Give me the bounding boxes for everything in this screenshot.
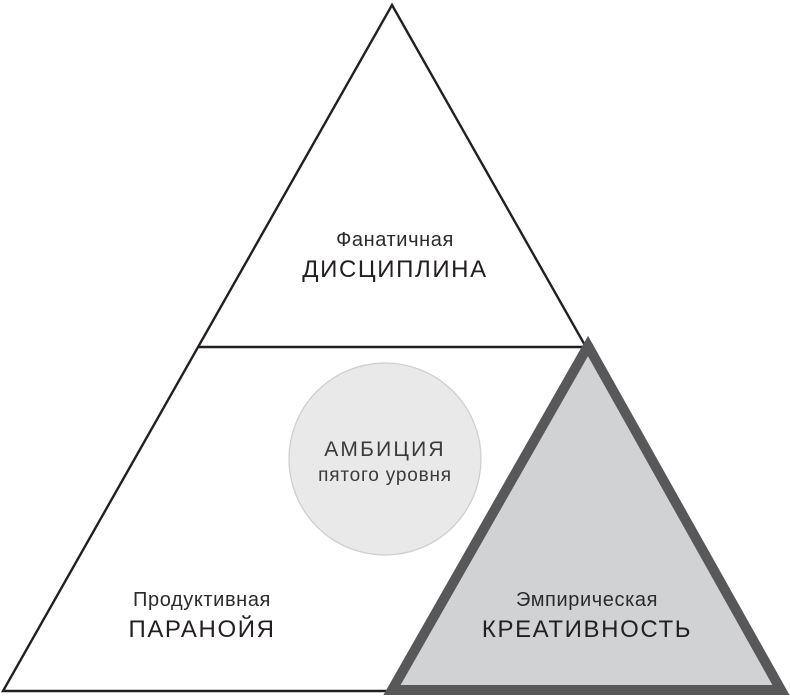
label-productive-paranoia: Продуктивная ПАРАНОЙЯ (0, 588, 404, 645)
ambition-line-1: АМБИЦИЯ (324, 438, 446, 461)
paranoia-line-1: Продуктивная (133, 589, 271, 611)
label-empirical-creativity: Эмпирическая КРЕАТИВНОСТЬ (392, 588, 782, 645)
discipline-line-2: ДИСЦИПЛИНА (302, 256, 488, 284)
discipline-line-1: Фанатичная (336, 229, 454, 251)
creativity-line-1: Эмпирическая (515, 589, 659, 611)
ambition-circle-shape (288, 362, 482, 556)
creativity-highlight-triangle-shape (383, 335, 790, 695)
creativity-line-2: КРЕАТИВНОСТЬ (481, 616, 693, 644)
ambition-line-2: пятого уровня (318, 464, 452, 486)
label-level-five-ambition: АМБИЦИЯ пятого уровня (289, 437, 481, 487)
paranoia-line-2: ПАРАНОЙЯ (128, 616, 276, 644)
label-fanatical-discipline: Фанатичная ДИСЦИПЛИНА (0, 228, 790, 285)
